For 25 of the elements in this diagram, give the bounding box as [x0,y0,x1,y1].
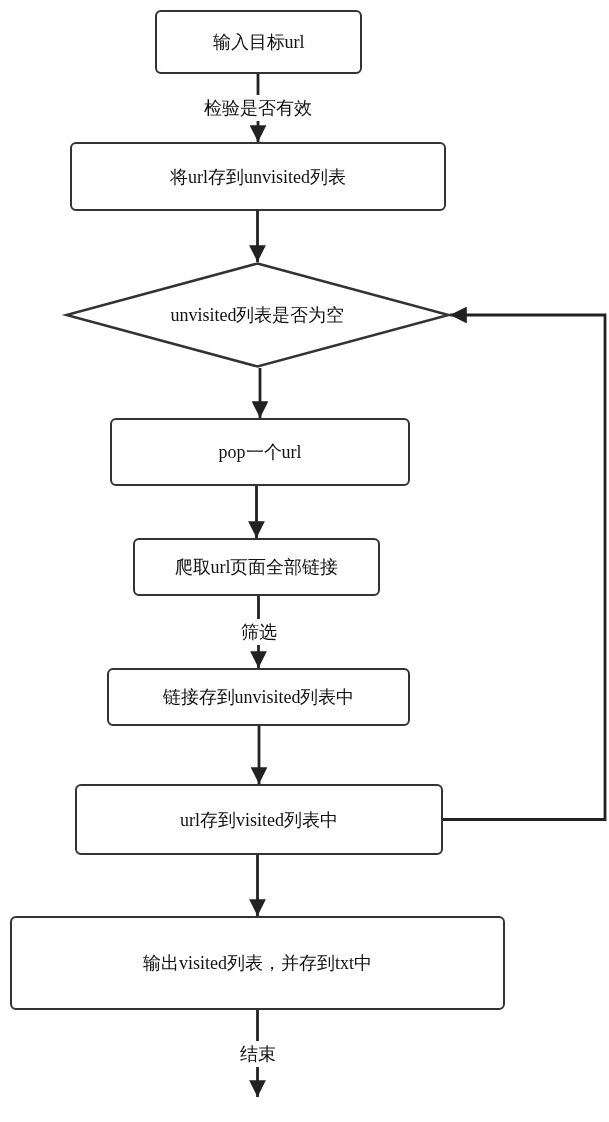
process-box [10,916,505,1010]
node-text: url存到visited列表中 [179,808,339,832]
edge-label: 结束 [237,1040,278,1067]
arrow [251,368,269,418]
edge-label: 检验是否有效 [202,95,314,121]
process-box [110,418,410,486]
node-text: 链接存到unvisited列表中 [161,686,356,709]
arrow [248,486,265,538]
node-text: 输出visited列表，并存到txt中 [142,952,373,975]
node-text: 将url存到unvisited列表 [169,165,347,189]
node-text: 爬取url页面全部链接 [173,556,340,579]
arrow [249,855,266,916]
arrow [250,726,268,784]
arrow [443,306,607,821]
process-box [75,784,443,855]
process-box [155,10,362,74]
arrow [249,211,266,262]
process-box [107,668,410,726]
process-box [70,142,446,211]
node-text: pop一个url [217,441,303,464]
process-box [133,538,380,596]
node-text: 输入目标url [211,31,306,54]
node-text: unvisited列表是否为空 [169,304,346,327]
decision-diamond [65,262,450,368]
edge-label: 筛选 [238,619,279,645]
